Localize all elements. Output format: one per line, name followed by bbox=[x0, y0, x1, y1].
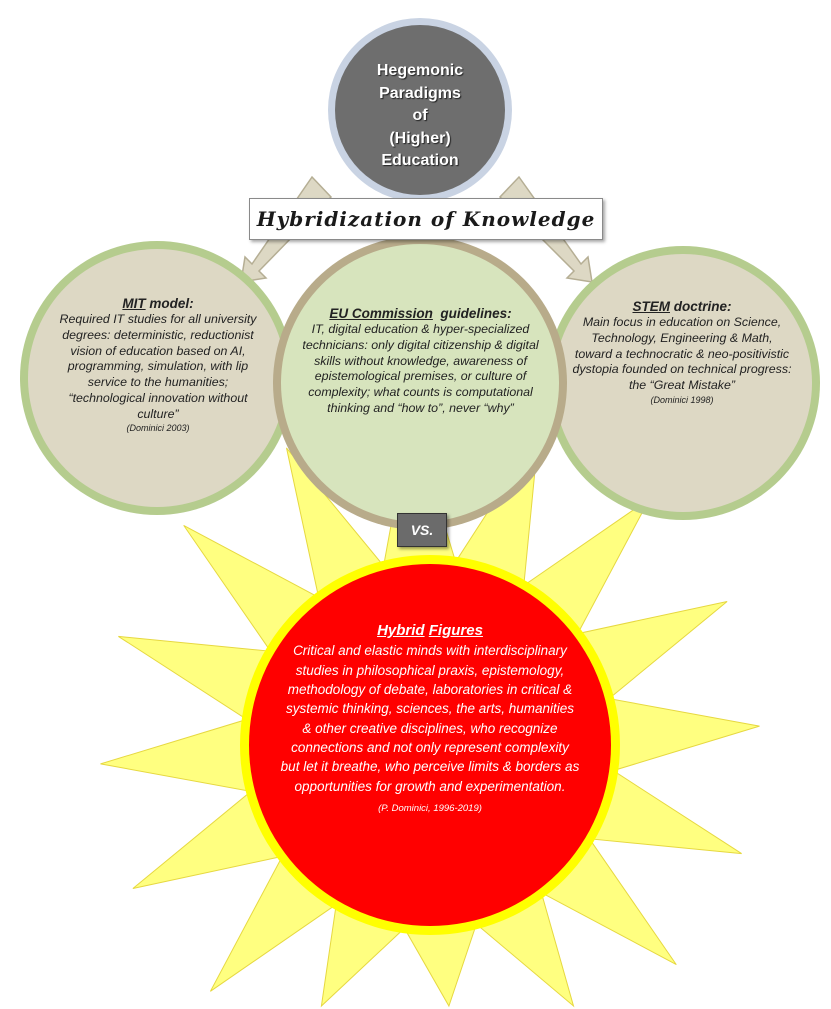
stem-body: Main focus in education on Science, Tech… bbox=[572, 315, 792, 393]
hybrid-title: Hybrid Figures bbox=[377, 622, 483, 639]
top-node-line: Paradigms bbox=[379, 84, 461, 102]
mit-circle bbox=[20, 241, 294, 515]
mit-model-text: MIT model: Required IT studies for all u… bbox=[48, 295, 268, 435]
hybrid-circle bbox=[240, 555, 620, 935]
hybridization-label: Hybridization of Knowledge bbox=[249, 198, 603, 240]
hybrid-figures-text: Hybrid Figures Critical and elastic mind… bbox=[280, 620, 580, 815]
top-node-line: Hegemonic bbox=[376, 62, 464, 79]
mit-body: Required IT studies for all university d… bbox=[59, 312, 257, 421]
eu-body: IT, digital education & hyper-specialize… bbox=[302, 322, 539, 415]
stem-doctrine-text: STEM doctrine: Main focus in education o… bbox=[572, 298, 792, 406]
eu-title: EU Commission guidelines: bbox=[329, 306, 512, 321]
top-node-line: Education bbox=[381, 152, 459, 169]
eu-guidelines-text: EU Commission guidelines: IT, digital ed… bbox=[298, 305, 543, 417]
top-node-line: of bbox=[412, 107, 428, 124]
stem-citation: (Dominici 1998) bbox=[650, 394, 714, 405]
top-node-title: Hegemonic Paradigms of (Higher) Educatio… bbox=[345, 60, 495, 173]
top-circle bbox=[328, 18, 512, 202]
vs-label: VS. bbox=[397, 513, 447, 547]
stem-title: STEM doctrine: bbox=[632, 299, 732, 314]
eu-circle bbox=[273, 236, 567, 530]
hybrid-citation: (P. Dominici, 1996-2019) bbox=[378, 802, 482, 814]
hybrid-body: Critical and elastic minds with interdis… bbox=[280, 643, 580, 794]
top-node-line: (Higher) bbox=[389, 129, 451, 147]
mit-citation: (Dominici 2003) bbox=[126, 423, 190, 434]
mit-title: MIT model: bbox=[122, 296, 194, 311]
stem-circle bbox=[546, 246, 820, 520]
